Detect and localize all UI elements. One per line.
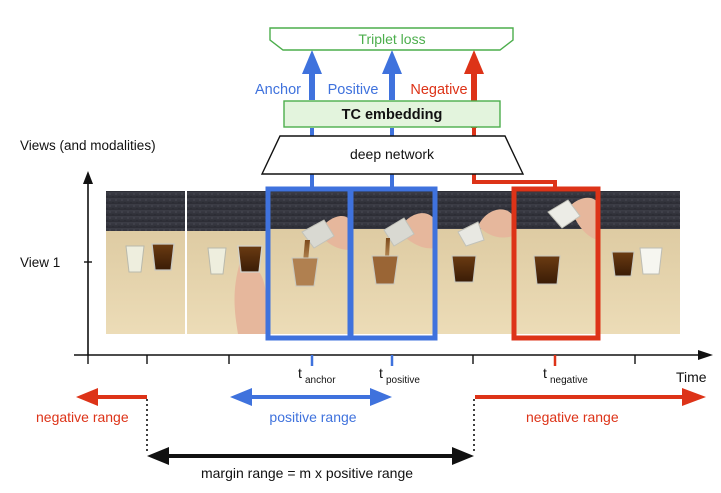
positive-range-label: positive range	[269, 409, 356, 425]
negative-label: Negative	[410, 82, 467, 98]
positive-label: Positive	[328, 82, 379, 98]
t-positive-label: t positive	[379, 365, 420, 386]
deep-network-label: deep network	[350, 146, 435, 162]
frame-4	[351, 191, 435, 334]
negative-range-right-arrow	[475, 388, 706, 406]
frame-6	[514, 191, 598, 334]
negative-range-left-arrow	[76, 388, 147, 406]
time-ticks	[87, 355, 636, 364]
triplet-loss-box	[269, 27, 514, 51]
negative-range-left-label: negative range	[36, 409, 129, 425]
positive-arrow	[382, 50, 402, 100]
frame-7	[599, 191, 680, 334]
photo-strip	[106, 191, 680, 334]
svg-text:t: t	[298, 365, 302, 381]
frame-1	[106, 191, 185, 334]
triplet-loss-label: Triplet loss	[358, 31, 425, 47]
time-axis-arrowhead	[698, 350, 713, 360]
margin-range-arrow	[147, 447, 474, 465]
hand	[234, 262, 266, 334]
svg-text:anchor: anchor	[305, 375, 336, 386]
pour-stream	[303, 240, 310, 262]
svg-text:negative: negative	[550, 375, 588, 386]
t-anchor-label: t anchor	[298, 365, 336, 386]
view1-label: View 1	[20, 255, 60, 270]
clear-cup	[125, 245, 145, 273]
views-axis-arrowhead	[83, 171, 93, 184]
margin-range-label: margin range = m x positive range	[201, 465, 413, 481]
frame-2	[187, 191, 266, 334]
svg-text:t: t	[379, 365, 383, 381]
time-label: Time	[676, 369, 707, 385]
positive-range-arrow	[230, 388, 392, 406]
deep-network-box	[260, 135, 525, 175]
coffee-cup	[151, 243, 175, 271]
views-axis-label: Views (and modalities)	[20, 138, 156, 153]
tipped-cup	[301, 219, 335, 249]
frame-3	[267, 191, 350, 334]
negative-range-right-label: negative range	[526, 409, 619, 425]
frame-5	[436, 191, 513, 334]
anchor-label: Anchor	[255, 82, 301, 98]
anchor-arrow	[302, 50, 322, 100]
t-negative-label: t negative	[543, 365, 588, 386]
svg-text:positive: positive	[386, 375, 420, 386]
svg-text:t: t	[543, 365, 547, 381]
tc-embedding-label: TC embedding	[342, 107, 443, 123]
tc-embedding-box	[283, 100, 501, 128]
